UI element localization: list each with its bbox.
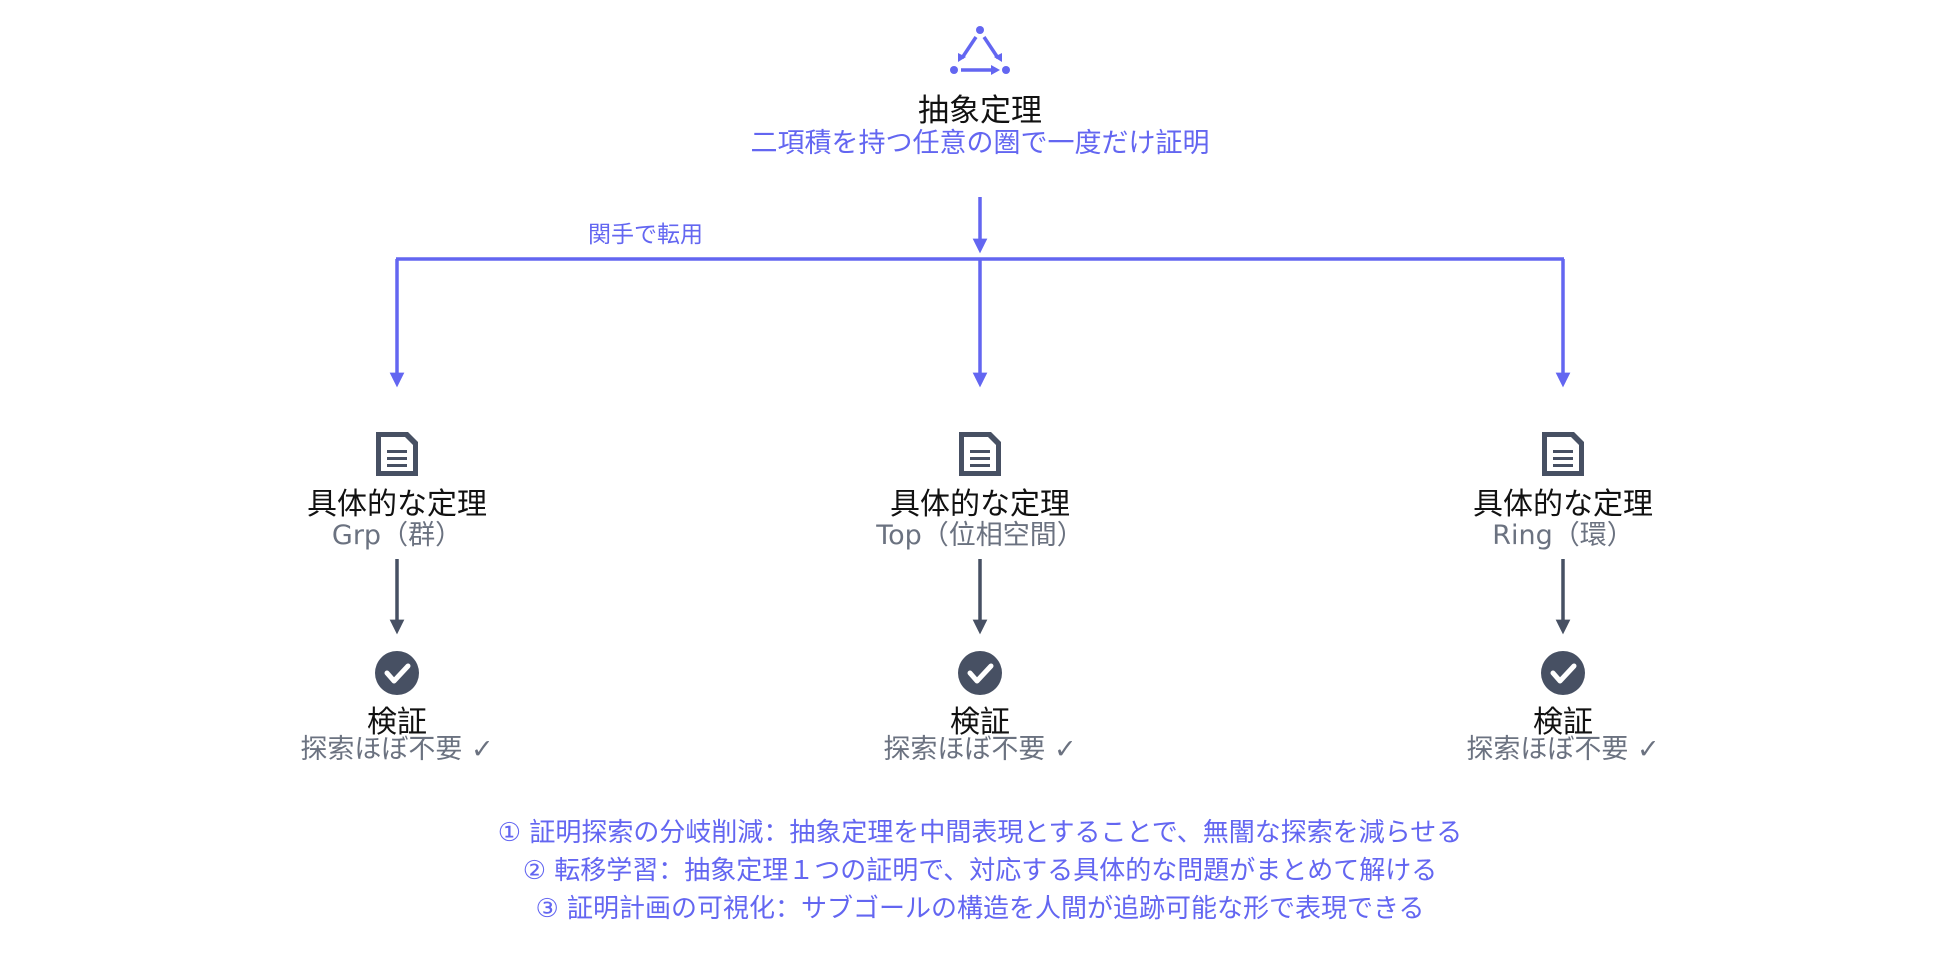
branch-title: 具体的な定理 xyxy=(890,487,1070,522)
edge-label: 関手で転用 xyxy=(588,222,703,248)
connector-lines xyxy=(389,197,1571,635)
check-circle-icon xyxy=(375,651,419,695)
verify-title: 検証 xyxy=(1533,705,1593,740)
branch-title: 具体的な定理 xyxy=(1473,487,1653,522)
note-line: ② 転移学習：抽象定理１つの証明で、対応する具体的な問題がまとめて解ける xyxy=(522,856,1438,886)
branch-title: 具体的な定理 xyxy=(307,487,487,522)
branch-subtitle: Top（位相空間） xyxy=(876,520,1084,551)
verify-subtitle: 探索ほぼ不要 ✓ xyxy=(300,734,494,765)
document-icon xyxy=(376,432,418,476)
root-title: 抽象定理 xyxy=(918,93,1042,129)
document-icon xyxy=(959,432,1001,476)
triangle-graph-icon xyxy=(950,26,1010,75)
document-icon xyxy=(1542,432,1584,476)
branch-subtitle: Ring（環） xyxy=(1492,520,1634,551)
check-circle-icon xyxy=(1541,651,1585,695)
verify-subtitle: 探索ほぼ不要 ✓ xyxy=(1466,734,1660,765)
note-line: ③ 証明計画の可視化：サブゴールの構造を人間が追跡可能な形で表現できる xyxy=(535,894,1425,924)
verify-subtitle: 探索ほぼ不要 ✓ xyxy=(883,734,1077,765)
note-line: ① 証明探索の分岐削減：抽象定理を中間表現とすることで、無闇な探索を減らせる xyxy=(497,818,1463,848)
verify-title: 検証 xyxy=(950,705,1010,740)
root-subtitle: 二項積を持つ任意の圏で一度だけ証明 xyxy=(750,128,1210,159)
branch-subtitle: Grp（群） xyxy=(331,520,463,551)
verify-title: 検証 xyxy=(367,705,427,740)
check-circle-icon xyxy=(958,651,1002,695)
